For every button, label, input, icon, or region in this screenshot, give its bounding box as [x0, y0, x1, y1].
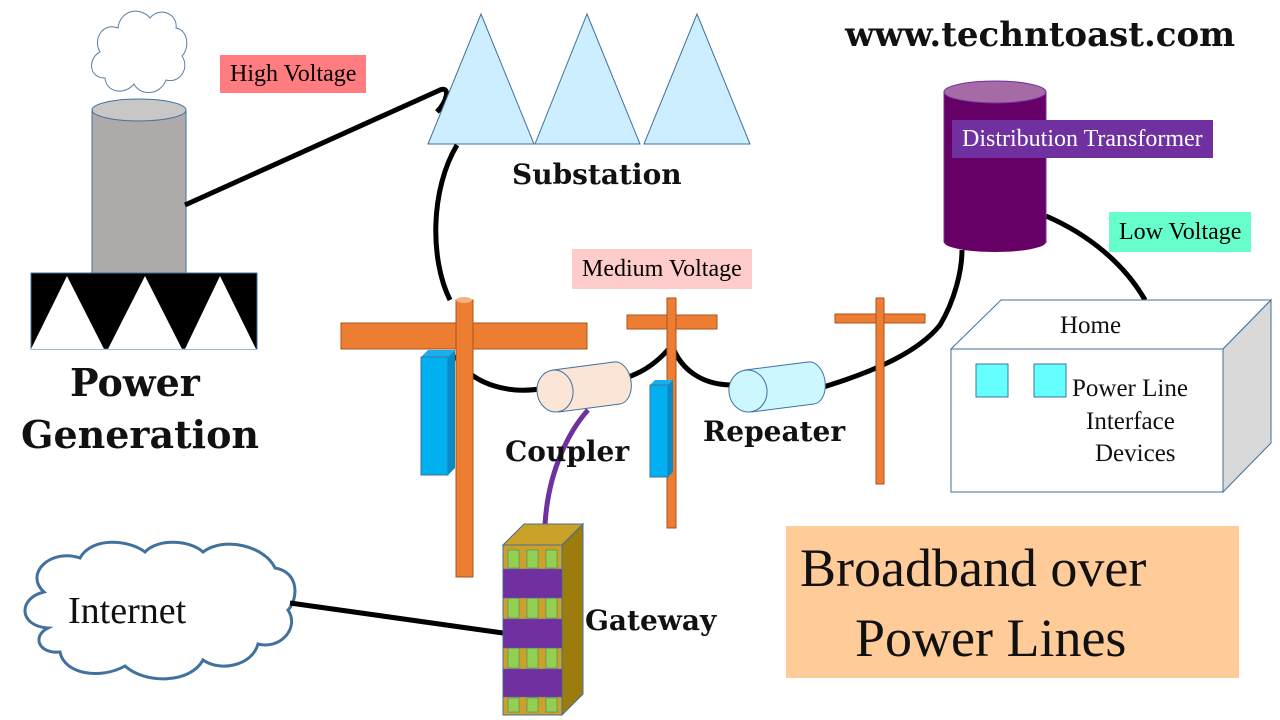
- title-line2: Power Lines: [855, 608, 1127, 668]
- internet-link-line: [289, 600, 504, 636]
- repeater-device: [728, 361, 826, 413]
- title-line1: Broadband over: [800, 538, 1147, 598]
- pole-equipment-box-side: [448, 350, 455, 475]
- power-generation-label-line2: Generation: [21, 412, 260, 457]
- gateway-slot: [526, 549, 539, 569]
- plant-triangle: [31, 276, 104, 349]
- gateway-label: Gateway: [585, 604, 717, 637]
- high-voltage-line: [183, 86, 449, 208]
- plant-triangle: [185, 276, 256, 349]
- pole-equipment-box-front: [420, 356, 449, 476]
- gateway-slot: [526, 647, 539, 669]
- substation-triangle: [427, 12, 535, 145]
- pole-equipment-box: [421, 350, 455, 357]
- internet-label: Internet: [68, 590, 187, 632]
- pole-equipment-box: [650, 380, 673, 385]
- website-url: www.techntoast.com: [845, 15, 1236, 55]
- interface-device: [1033, 363, 1067, 398]
- pole-equipment-box-side: [668, 380, 673, 477]
- pole-top: [456, 297, 472, 303]
- smoke-cloud-icon: [91, 10, 188, 93]
- gateway-slot: [507, 647, 520, 669]
- gateway-slot: [545, 597, 558, 619]
- substation-triangle: [643, 12, 751, 145]
- repeater-label: Repeater: [703, 415, 846, 448]
- low-voltage-tag: Low Voltage: [1109, 212, 1252, 252]
- coupler-device: [536, 361, 632, 413]
- title-box: [786, 526, 1239, 678]
- plant-triangle: [108, 276, 182, 349]
- gateway-slot: [507, 549, 520, 569]
- interface-device: [975, 363, 1009, 398]
- substation-triangle: [534, 12, 641, 145]
- gateway-slot: [526, 697, 539, 713]
- home-label: Home: [1060, 312, 1122, 339]
- plid-label-line1: Power Line: [1072, 375, 1188, 402]
- utility-pole: [875, 297, 885, 485]
- gateway-band: [502, 618, 563, 649]
- utility-pole: [455, 299, 474, 578]
- home-building: [949, 298, 1273, 494]
- gateway-slot: [545, 549, 558, 569]
- gateway-slot: [526, 597, 539, 619]
- high-voltage-tag: High Voltage: [220, 55, 367, 93]
- low-voltage-line: [1045, 213, 1148, 302]
- signal-wire: [542, 408, 590, 526]
- distribution-transformer-tag: Distribution Transformer: [952, 120, 1213, 158]
- chimney-body: [91, 109, 187, 276]
- plid-label-line2: Interface: [1086, 408, 1175, 435]
- plid-label-line3: Devices: [1095, 440, 1176, 467]
- gateway-slot: [545, 697, 558, 713]
- substation-feeder-line: [433, 143, 460, 302]
- internet-cloud-icon: [23, 540, 297, 681]
- gateway-slot: [545, 647, 558, 669]
- gateway-slot: [507, 597, 520, 619]
- power-generation-label-line1: Power: [70, 360, 200, 405]
- coupler-label: Coupler: [505, 435, 630, 468]
- transformer-bottom: [944, 232, 1046, 252]
- medium-voltage-tag: Medium Voltage: [572, 249, 752, 289]
- transformer-top: [943, 80, 1047, 104]
- transformer-body: [943, 91, 1047, 243]
- substation-label: Substation: [512, 158, 682, 191]
- gateway-band: [502, 668, 563, 698]
- gateway-band: [502, 568, 563, 599]
- gateway-slot: [507, 697, 520, 713]
- chimney-top: [91, 98, 187, 122]
- pole-equipment-box-front: [649, 384, 669, 478]
- gateway-slots: [502, 549, 563, 713]
